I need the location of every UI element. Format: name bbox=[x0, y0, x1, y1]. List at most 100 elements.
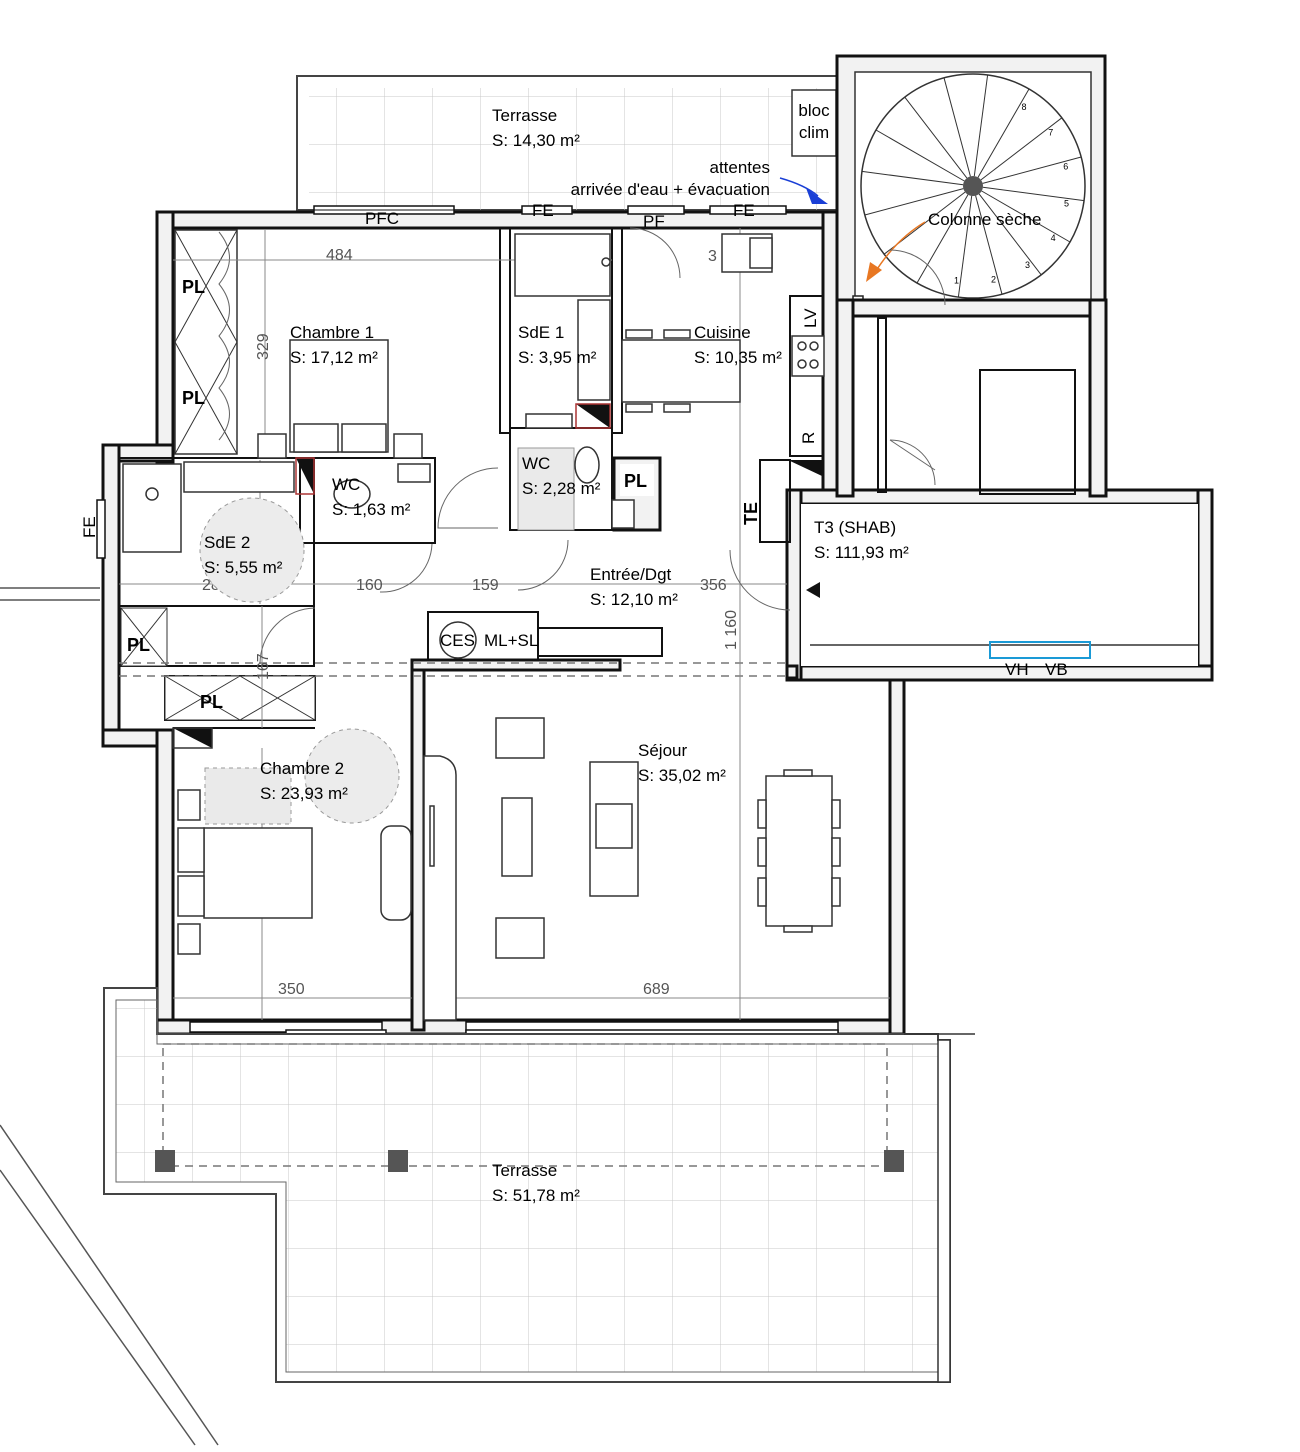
stair-step bbox=[980, 117, 1063, 181]
stair-step bbox=[975, 195, 1003, 295]
closet-label: PL bbox=[127, 635, 150, 655]
stair-step bbox=[864, 188, 964, 216]
room-area: S: 17,12 m² bbox=[290, 348, 378, 367]
dimension: 356 bbox=[700, 577, 727, 594]
window-label: PFC bbox=[365, 209, 399, 228]
window-fe bbox=[709, 205, 787, 215]
room-area: S: 14,30 m² bbox=[492, 131, 580, 150]
orange-arrow-head bbox=[866, 262, 882, 282]
stair-number: 7 bbox=[1048, 128, 1053, 138]
stair-step bbox=[978, 193, 1042, 276]
stair-number: 6 bbox=[1063, 161, 1068, 171]
interior-partitions bbox=[118, 227, 824, 1032]
appliance-te: TE bbox=[741, 502, 761, 525]
appliance-r: R bbox=[799, 432, 818, 444]
stair-step bbox=[973, 74, 989, 177]
stair-step bbox=[861, 170, 964, 186]
room-name: WC bbox=[522, 454, 550, 473]
room-area: S: 5,55 m² bbox=[204, 558, 283, 577]
pillar bbox=[388, 1150, 408, 1172]
stair-number: 2 bbox=[991, 275, 996, 285]
room-name: Terrasse bbox=[492, 1161, 557, 1180]
room-name: T3 (SHAB) bbox=[814, 518, 896, 537]
window-label: PF bbox=[643, 212, 665, 231]
room-area: S: 12,10 m² bbox=[590, 590, 678, 609]
staircase: 1 2 3 4 5 6 7 8 bbox=[835, 54, 1107, 316]
stair-step bbox=[977, 88, 1030, 178]
room-name: Cuisine bbox=[694, 323, 751, 342]
room-name: Entrée/Dgt bbox=[590, 565, 672, 584]
stair-step bbox=[904, 96, 968, 179]
terrasse-south: Terrasse S: 51,78 m² bbox=[103, 987, 975, 1383]
stair-number: 5 bbox=[1064, 198, 1069, 208]
room-area: S: 1,63 m² bbox=[332, 500, 411, 519]
dimension: 1 160 bbox=[723, 610, 740, 650]
dimension: 160 bbox=[356, 577, 383, 594]
closet-label: PL bbox=[182, 277, 205, 297]
bed-chambre1 bbox=[257, 339, 423, 459]
stair-step bbox=[916, 194, 969, 284]
stair-number: 1 bbox=[954, 276, 959, 286]
appliance-lv: LV bbox=[801, 308, 820, 328]
vh-label: VH bbox=[1005, 660, 1029, 679]
room-name: WC bbox=[332, 475, 360, 494]
room-area: S: 51,78 m² bbox=[492, 1186, 580, 1205]
room-name: SdE 2 bbox=[204, 533, 250, 552]
dimension: 329 bbox=[255, 333, 272, 360]
terrasse-north: bloc clim Terrasse S: 14,30 m² bbox=[296, 75, 838, 211]
bloc-clim-label: bloc bbox=[798, 101, 830, 120]
room-area: S: 3,95 m² bbox=[518, 348, 597, 367]
room-area: S: 35,02 m² bbox=[638, 766, 726, 785]
dimension: 350 bbox=[278, 981, 305, 998]
gaine-corner bbox=[173, 728, 212, 748]
gaine-corner bbox=[788, 460, 822, 476]
stair-step bbox=[981, 190, 1071, 243]
window-label: FE bbox=[532, 201, 554, 220]
entry-arrow bbox=[806, 582, 820, 598]
ces-label: CES bbox=[440, 631, 475, 650]
dimension: 159 bbox=[472, 577, 499, 594]
window-fe-left bbox=[96, 499, 106, 559]
gaine-corner bbox=[296, 458, 314, 494]
room-name: SdE 1 bbox=[518, 323, 564, 342]
gaine-corner bbox=[576, 404, 610, 428]
blue-arrow bbox=[779, 177, 819, 197]
vb-label: VB bbox=[1045, 660, 1068, 679]
room-name: Séjour bbox=[638, 741, 687, 760]
stair-step bbox=[943, 77, 971, 177]
dimension: 3 bbox=[708, 248, 717, 265]
context-line bbox=[0, 1124, 219, 1446]
dimension: 484 bbox=[326, 247, 353, 264]
closet-label: PL bbox=[182, 388, 205, 408]
attentes-label: arrivée d'eau + évacuation bbox=[571, 180, 770, 199]
colonne-seche-label: Colonne sèche bbox=[928, 210, 1041, 229]
stair-step bbox=[875, 129, 965, 182]
stair-number: 3 bbox=[1025, 260, 1030, 270]
window-pfc-top bbox=[313, 205, 455, 215]
pillar bbox=[884, 1150, 904, 1172]
stair-step bbox=[982, 186, 1085, 202]
blue-arrow-head bbox=[806, 188, 828, 204]
dimension: 167 bbox=[255, 653, 272, 680]
ml-sl-label: ML+SL bbox=[484, 631, 538, 650]
room-area: S: 23,93 m² bbox=[260, 784, 348, 803]
dimension: 689 bbox=[643, 981, 670, 998]
stair-step bbox=[982, 156, 1082, 184]
window-label: FE bbox=[733, 201, 755, 220]
attentes-label: attentes bbox=[710, 158, 771, 177]
room-name: Chambre 2 bbox=[260, 759, 344, 778]
context-line bbox=[0, 1169, 196, 1446]
stair-step bbox=[957, 195, 973, 298]
bloc-clim-label: clim bbox=[799, 123, 829, 142]
stair-steps bbox=[861, 74, 1085, 298]
window-label: FE bbox=[80, 516, 99, 538]
closet-label: PL bbox=[200, 692, 223, 712]
window-fe bbox=[521, 205, 573, 215]
stair-number: 8 bbox=[1022, 102, 1027, 112]
room-name: Chambre 1 bbox=[290, 323, 374, 342]
window-pf bbox=[627, 205, 685, 215]
room-area: S: 10,35 m² bbox=[694, 348, 782, 367]
stair-number: 4 bbox=[1051, 233, 1056, 243]
pillar bbox=[155, 1150, 175, 1172]
